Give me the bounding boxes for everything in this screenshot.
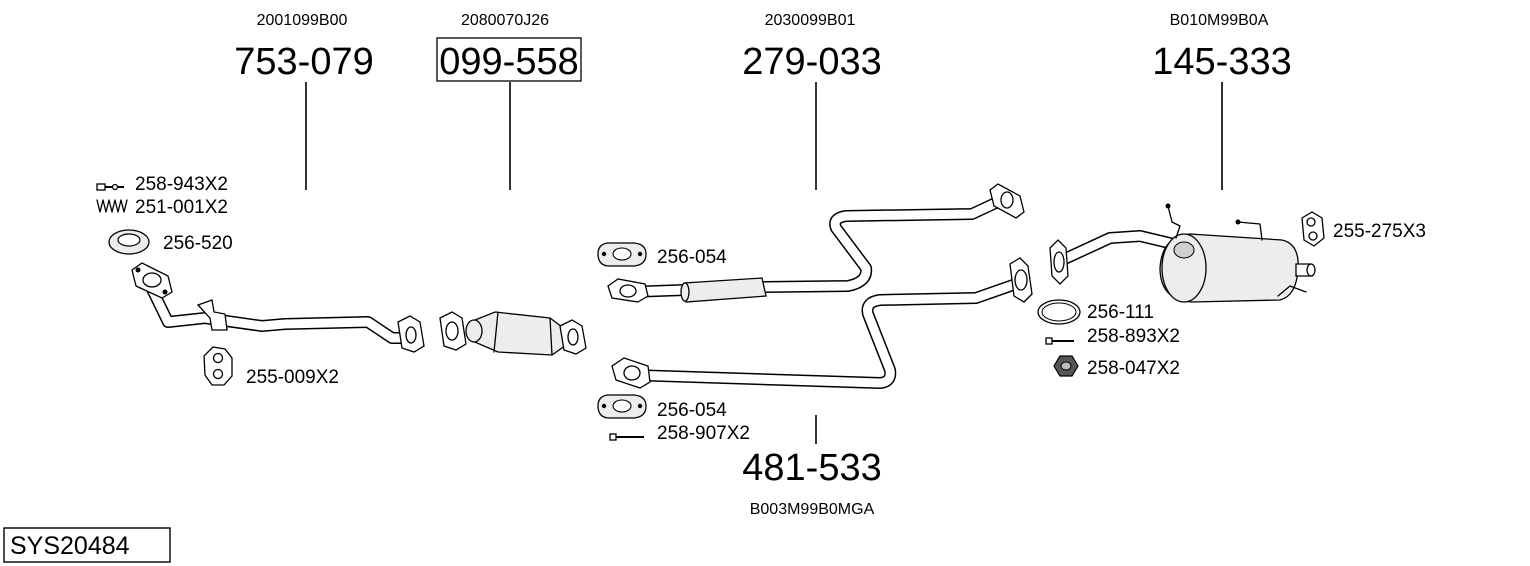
rubber-mount-front-icon: [203, 346, 233, 386]
nut-icon: [1053, 355, 1079, 377]
intermediate-pipe-drawing[interactable]: [611, 257, 1033, 389]
center-pipe-drawing[interactable]: [607, 183, 1025, 303]
spring-icon: [96, 199, 128, 213]
oem-code-center-pipe: 2030099B01: [765, 12, 856, 29]
rear-silencer-drawing[interactable]: [1049, 203, 1316, 303]
part-number-front-pipe[interactable]: 753-079: [234, 41, 373, 83]
bolt-rear-icon: [1045, 337, 1074, 345]
label-rubber-mount-front: 255-009X2: [246, 367, 339, 388]
label-spring: 251-001X2: [135, 197, 228, 218]
gasket-mid-lower-icon: [597, 394, 647, 419]
label-ring-gasket: 256-520: [163, 233, 233, 254]
label-gasket-mid-upper: 256-054: [657, 247, 727, 268]
oem-code-rear-silencer: B010M99B0A: [1170, 12, 1269, 29]
label-rubber-mount-rear: 255-275X3: [1333, 221, 1426, 242]
oem-code-catalytic-converter: 2080070J26: [461, 12, 549, 29]
system-id-box: [3, 527, 171, 563]
label-ring-rear: 256-111: [1087, 302, 1154, 323]
label-bolt-front: 258-943X2: [135, 174, 228, 195]
front-pipe-drawing[interactable]: [131, 262, 425, 353]
label-nut-rear: 258-047X2: [1087, 358, 1180, 379]
label-bolt-mid: 258-907X2: [657, 423, 750, 444]
catalytic-converter-drawing[interactable]: [439, 311, 587, 356]
part-number-intermediate-pipe[interactable]: 481-533: [742, 447, 881, 489]
ring-gasket-icon: [108, 229, 150, 255]
part-number-rear-silencer[interactable]: 145-333: [1152, 41, 1291, 83]
oem-code-intermediate-pipe: B003M99B0MGA: [750, 501, 875, 518]
part-number-catalytic-converter[interactable]: 099-558: [439, 41, 578, 83]
label-bolt-rear: 258-893X2: [1087, 326, 1180, 347]
ring-rear-icon: [1037, 299, 1081, 325]
system-id: SYS20484: [10, 532, 130, 560]
oem-code-front-pipe: 2001099B00: [257, 12, 348, 29]
bolt-icon: [96, 183, 124, 191]
bolt-mid-icon: [609, 433, 644, 441]
highlight-box-catalytic-converter: [436, 37, 582, 82]
gasket-mid-upper-icon: [597, 242, 647, 267]
rubber-mount-rear-icon: [1301, 211, 1325, 247]
label-gasket-mid-lower: 256-054: [657, 400, 727, 421]
part-number-center-pipe[interactable]: 279-033: [742, 41, 881, 83]
